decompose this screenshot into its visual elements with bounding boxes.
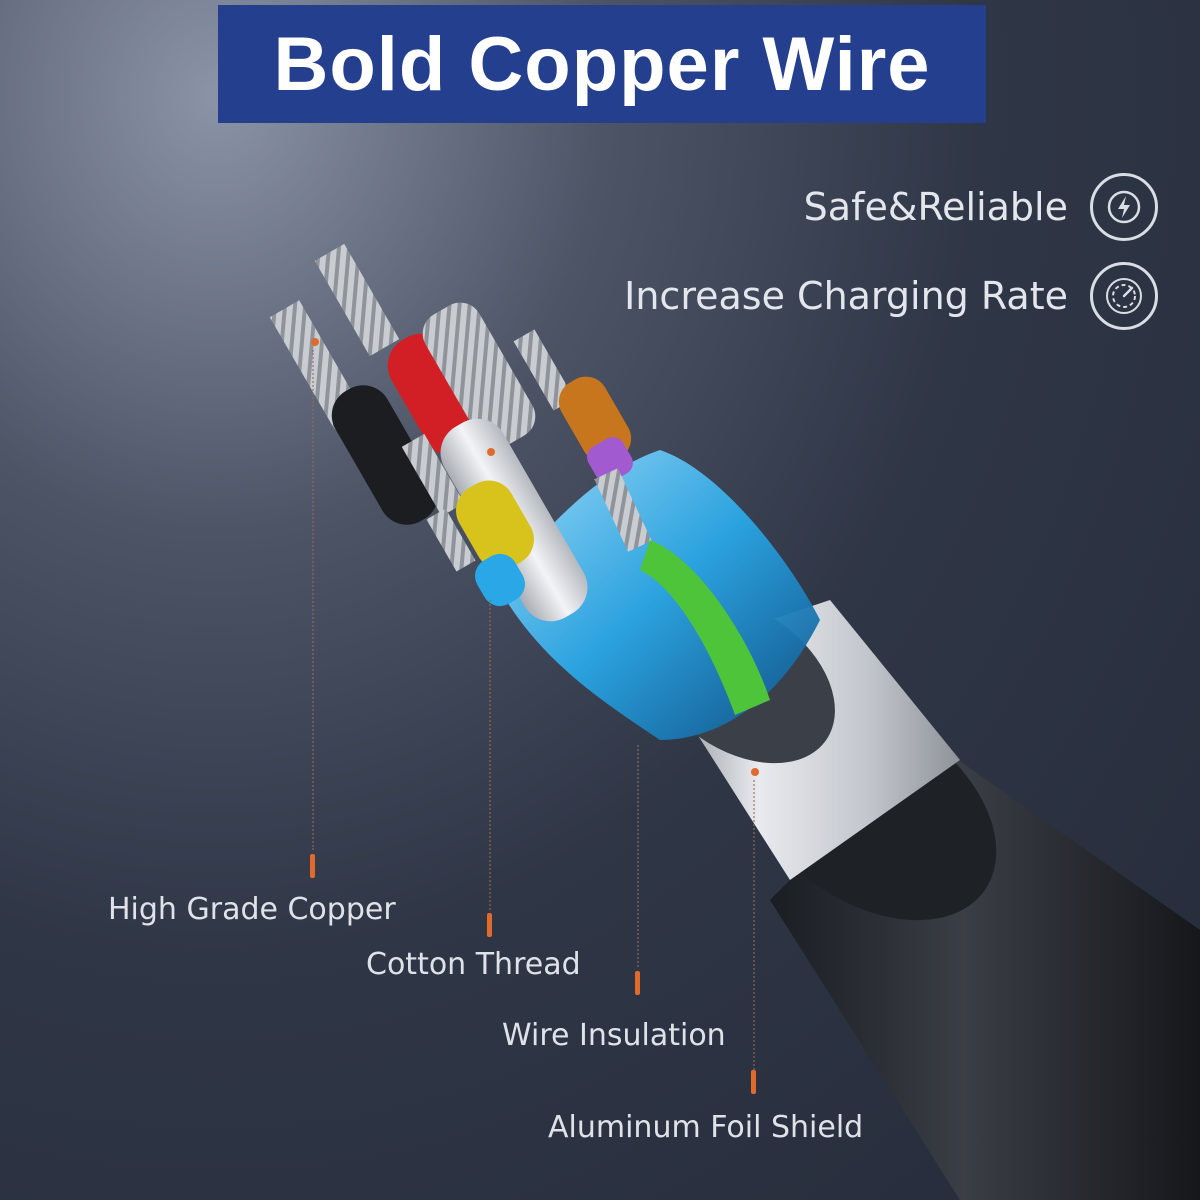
feature-label: Safe&Reliable — [803, 185, 1068, 229]
label-wire-insulation: Wire Insulation — [502, 1018, 726, 1053]
label-marker — [310, 854, 315, 878]
leader-line — [753, 780, 755, 1070]
speed-gauge-icon — [1090, 262, 1158, 330]
label-aluminum-foil-shield: Aluminum Foil Shield — [548, 1110, 864, 1145]
title-banner: Bold Copper Wire — [218, 5, 986, 123]
label-cotton-thread: Cotton Thread — [366, 947, 581, 982]
label-high-grade-copper: High Grade Copper — [108, 892, 396, 927]
feature-label: Increase Charging Rate — [624, 274, 1068, 318]
label-marker — [487, 913, 492, 937]
page-title: Bold Copper Wire — [273, 21, 931, 107]
label-marker — [751, 1070, 756, 1094]
feature-safe-reliable: Safe&Reliable — [804, 173, 1158, 241]
leader-line — [489, 600, 491, 910]
label-marker — [635, 971, 640, 995]
leader-line — [312, 350, 314, 850]
feature-charging-rate: Increase Charging Rate — [624, 262, 1158, 330]
shield-bolt-icon — [1090, 173, 1158, 241]
leader-line — [637, 745, 639, 967]
